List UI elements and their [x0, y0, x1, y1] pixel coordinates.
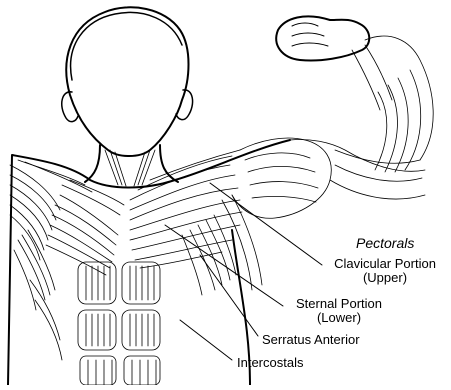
leader-intercostals: [180, 320, 232, 360]
left-deltoid: [10, 160, 92, 260]
intercostals-label: Intercostals: [237, 356, 303, 370]
neck: [85, 145, 178, 182]
clavicular-label-main: Clavicular Portion: [322, 257, 448, 271]
right-arm: [232, 36, 433, 218]
fist: [276, 16, 369, 60]
sternal-label: Sternal Portion (Lower): [283, 297, 395, 325]
pectorals-heading: Pectorals: [356, 236, 414, 250]
leader-serratus: [200, 255, 258, 336]
sternal-label-sub: (Lower): [283, 311, 395, 325]
clavicular-label: Clavicular Portion (Upper): [322, 257, 448, 285]
leader-clavicular: [210, 183, 322, 265]
right-pectoral: [130, 150, 242, 268]
sternal-label-main: Sternal Portion: [283, 297, 395, 311]
abdominals: [78, 262, 160, 385]
left-ribs: [14, 230, 62, 360]
left-pectoral: [46, 180, 124, 275]
torso-outline: [8, 140, 290, 385]
clavicular-label-sub: (Upper): [322, 271, 448, 285]
serratus-label: Serratus Anterior: [262, 333, 360, 347]
